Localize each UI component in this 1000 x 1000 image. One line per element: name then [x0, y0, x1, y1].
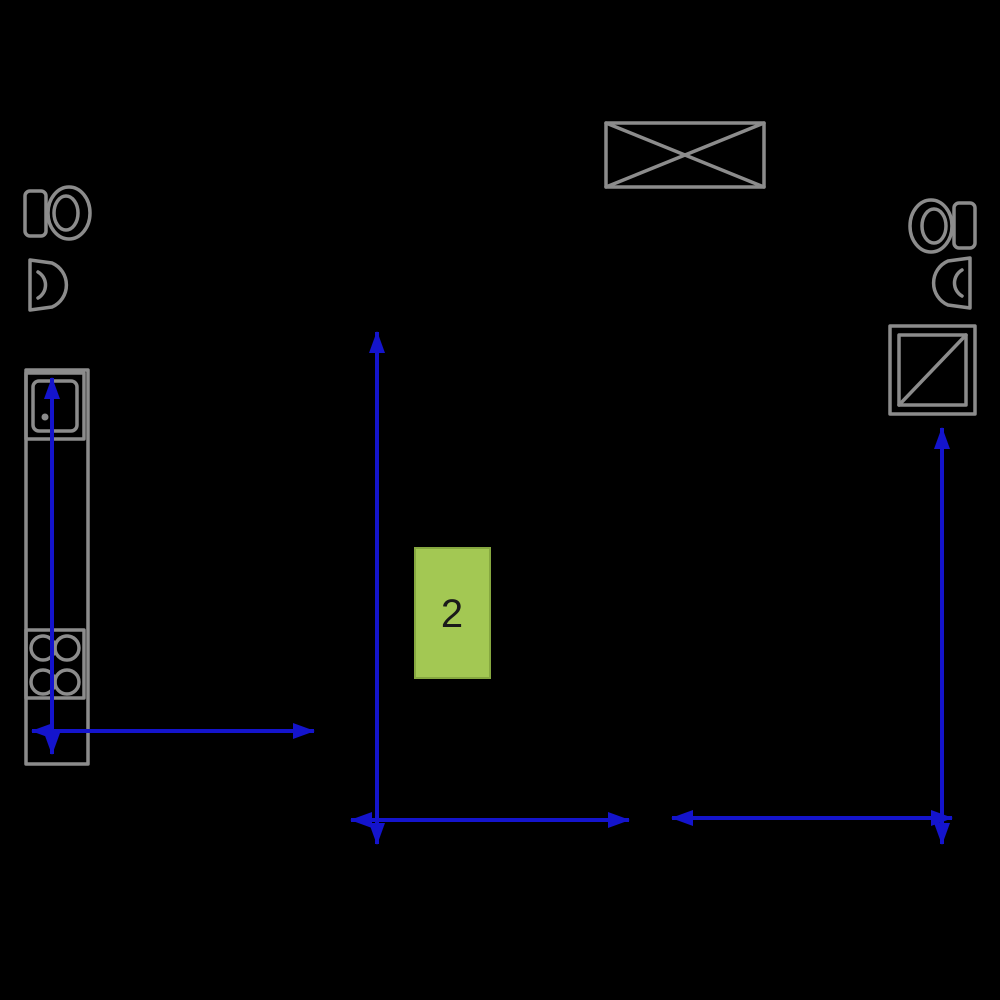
room-2: 2 [414, 547, 491, 679]
toilet-tank [23, 189, 48, 238]
toilet-tank [952, 201, 977, 250]
shower-icon [888, 324, 977, 416]
room-2-area [414, 547, 491, 679]
sink-basin [931, 256, 972, 310]
toilet-bowl [908, 198, 954, 254]
counter-outline [24, 368, 90, 766]
window-diagonal-2 [604, 121, 766, 189]
sink-basin [28, 258, 69, 312]
sink-basin-inner [952, 268, 964, 298]
sink-basin-inner [36, 270, 48, 300]
kitchen-sink-icon [24, 371, 86, 441]
room-2-label: 2 [441, 592, 463, 636]
kitchen-counter-icon [24, 368, 90, 766]
toilet-bowl-inner [920, 207, 948, 245]
burner-4 [53, 668, 81, 696]
shower-diagonal [897, 333, 968, 407]
toilet-bowl-inner [52, 194, 80, 232]
toilet-right-icon [908, 198, 977, 254]
kitchen-sink-drain [41, 413, 49, 421]
window-frame [604, 121, 766, 189]
kitchen-sink-bowl [31, 379, 79, 433]
cooktop-icon [24, 628, 86, 700]
shower-inner [897, 333, 968, 407]
burner-2 [53, 634, 81, 662]
sink-left-icon [28, 258, 69, 312]
toilet-bowl [46, 185, 92, 241]
shower-outer [888, 324, 977, 416]
sink-right-icon [931, 256, 972, 310]
window-icon [604, 121, 766, 189]
toilet-left-icon [23, 185, 92, 241]
